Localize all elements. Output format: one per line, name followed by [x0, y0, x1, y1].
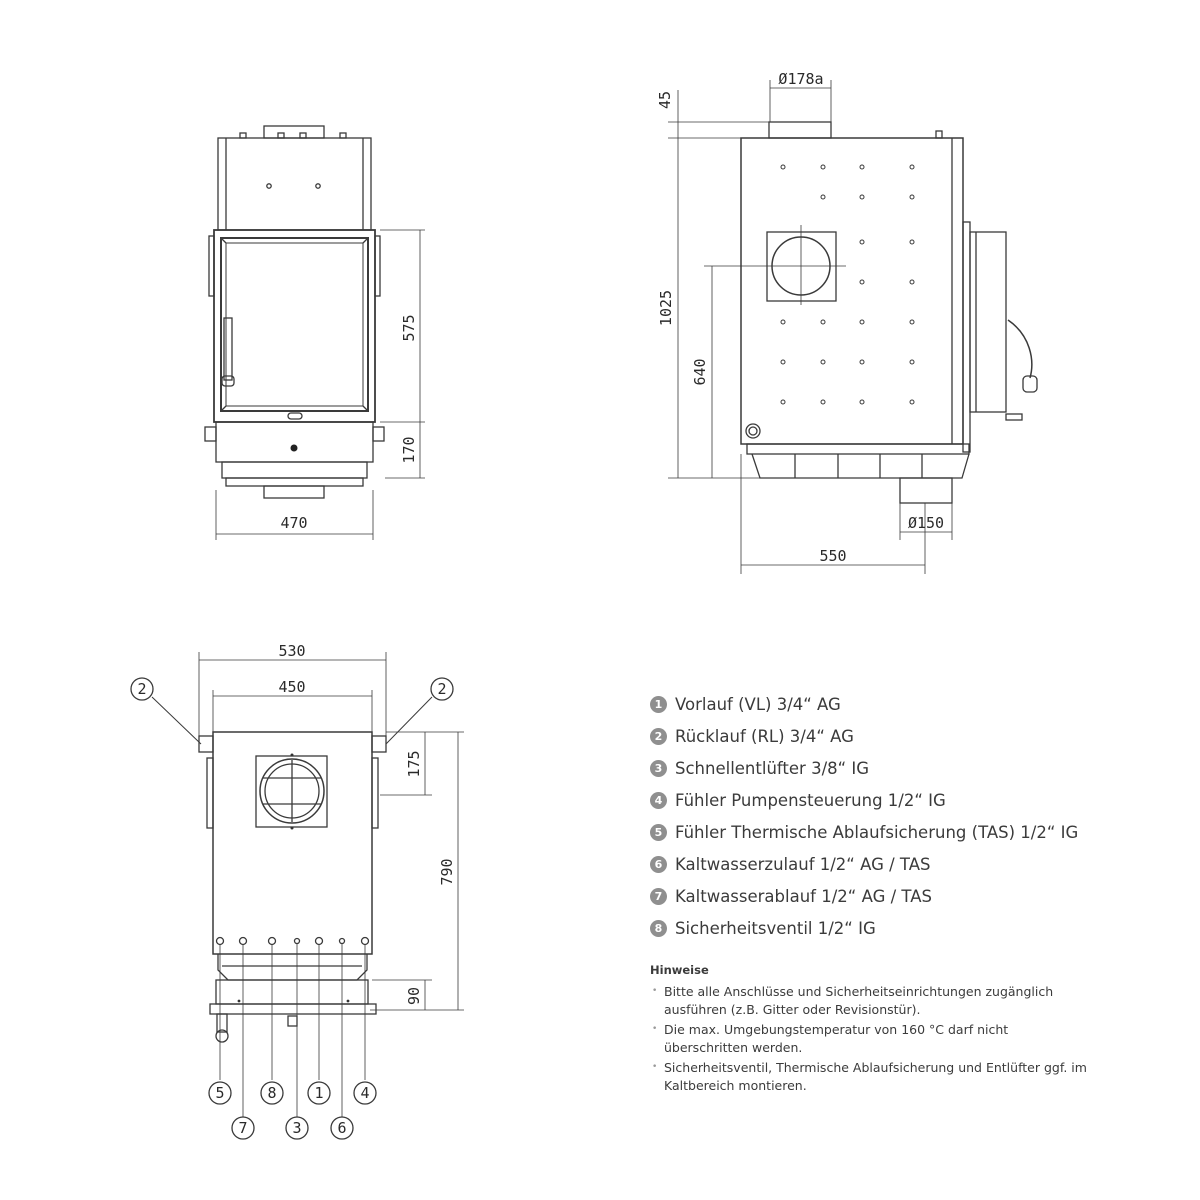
- legend-item: 4 Fühler Pumpensteuerung 1/2“ IG: [650, 784, 1170, 816]
- front-bottom-flue: [263, 485, 325, 499]
- side-view: Ø178a 45 1025 640 Ø150 550: [656, 70, 1038, 574]
- legend-number-badge: 4: [650, 791, 667, 809]
- note-item: Bitte alle Anschlüsse und Sicherheitsein…: [650, 983, 1090, 1018]
- side-bottom-flue: [899, 477, 953, 504]
- side-door-handle: [1007, 319, 1033, 379]
- callout-3: 3: [292, 1119, 301, 1137]
- front-width-dim: 470: [280, 514, 307, 532]
- legend-number-badge: 1: [650, 695, 667, 713]
- legend-text: Fühler Pumpensteuerung 1/2“ IG: [675, 790, 946, 810]
- legend-item: 1 Vorlauf (VL) 3/4“ AG: [650, 688, 1170, 720]
- callout-6: 6: [337, 1119, 346, 1137]
- legend-text: Kaltwasserzulauf 1/2“ AG / TAS: [675, 854, 931, 874]
- legend-number-badge: 5: [650, 823, 667, 841]
- bottom-view: 2 2 5 7 8 3 1 6 4 530 450 175 790 90: [130, 642, 464, 1140]
- connection-legend: 1 Vorlauf (VL) 3/4“ AG 2 Rücklauf (RL) 3/4…: [650, 688, 1170, 944]
- bottom-base-depth-dim: 90: [405, 987, 423, 1005]
- legend-item: 6 Kaltwasserzulauf 1/2“ AG / TAS: [650, 848, 1170, 880]
- legend-item: 7 Kaltwasserablauf 1/2“ AG / TAS: [650, 880, 1170, 912]
- side-top-offset-dim: 45: [656, 91, 674, 109]
- legend-number-badge: 6: [650, 855, 667, 873]
- front-upper-housing: [217, 137, 372, 231]
- side-convection-flange: [766, 231, 837, 302]
- legend-item: 8 Sicherheitsventil 1/2“ IG: [650, 912, 1170, 944]
- left-return-pipe: [198, 735, 214, 753]
- legend-number-badge: 8: [650, 919, 667, 937]
- side-bottom-flue-dim: Ø150: [908, 514, 944, 532]
- callout-4: 4: [360, 1084, 369, 1102]
- notes-title: Hinweise: [650, 963, 709, 977]
- bottom-connections: [215, 936, 370, 946]
- legend-text: Vorlauf (VL) 3/4“ AG: [675, 694, 841, 714]
- legend-text: Rücklauf (RL) 3/4“ AG: [675, 726, 854, 746]
- note-item: Sicherheitsventil, Thermische Ablaufsich…: [650, 1059, 1090, 1094]
- front-door-handle: [223, 317, 233, 381]
- front-base: [215, 421, 374, 463]
- callout-5: 5: [215, 1084, 224, 1102]
- bottom-pipe-offset-dim: 175: [405, 750, 423, 777]
- front-door-height-dim: 575: [400, 314, 418, 341]
- legend-text: Sicherheitsventil 1/2“ IG: [675, 918, 876, 938]
- legend-number-badge: 7: [650, 887, 667, 905]
- legend-item: 2 Rücklauf (RL) 3/4“ AG: [650, 720, 1170, 752]
- notes-section: Hinweise Bitte alle Anschlüsse und Siche…: [650, 963, 1090, 1097]
- bottom-body: [212, 731, 373, 955]
- side-convection-height-dim: 640: [691, 358, 709, 385]
- side-perforation-dots: [780, 164, 915, 405]
- side-top-flue-dim: Ø178a: [778, 70, 823, 88]
- front-door-glass: [220, 237, 369, 412]
- legend-text: Schnellentlüfter 3/8“ IG: [675, 758, 870, 778]
- side-top-flue: [768, 121, 832, 139]
- right-return-pipe: [371, 735, 387, 753]
- bottom-inner-width-dim: 450: [278, 678, 305, 696]
- front-view: 470 575 170: [204, 125, 425, 540]
- front-door-frame: [213, 229, 376, 423]
- bottom-outer-width-dim: 530: [278, 642, 305, 660]
- side-depth-dim: 550: [819, 547, 846, 565]
- callout-2-right: 2: [437, 680, 446, 698]
- legend-item: 3 Schnellentlüfter 3/8“ IG: [650, 752, 1170, 784]
- front-base-height-dim: 170: [400, 436, 418, 463]
- note-item: Die max. Umgebungstemperatur von 160 °C …: [650, 1021, 1090, 1056]
- side-body: [740, 137, 964, 445]
- callout-1: 1: [314, 1084, 323, 1102]
- front-flue-collar: [263, 125, 325, 139]
- callout-2-left: 2: [137, 680, 146, 698]
- callout-8: 8: [267, 1084, 276, 1102]
- legend-text: Fühler Thermische Ablaufsicherung (TAS) …: [675, 822, 1079, 842]
- side-door-profile: [969, 231, 1007, 413]
- callout-7: 7: [238, 1119, 247, 1137]
- legend-item: 5 Fühler Thermische Ablaufsicherung (TAS)…: [650, 816, 1170, 848]
- legend-text: Kaltwasserablauf 1/2“ AG / TAS: [675, 886, 932, 906]
- bottom-depth-dim: 790: [438, 858, 456, 885]
- bottom-base-plate: [209, 1003, 377, 1015]
- legend-number-badge: 2: [650, 727, 667, 745]
- side-total-height-dim: 1025: [657, 290, 675, 326]
- legend-number-badge: 3: [650, 759, 667, 777]
